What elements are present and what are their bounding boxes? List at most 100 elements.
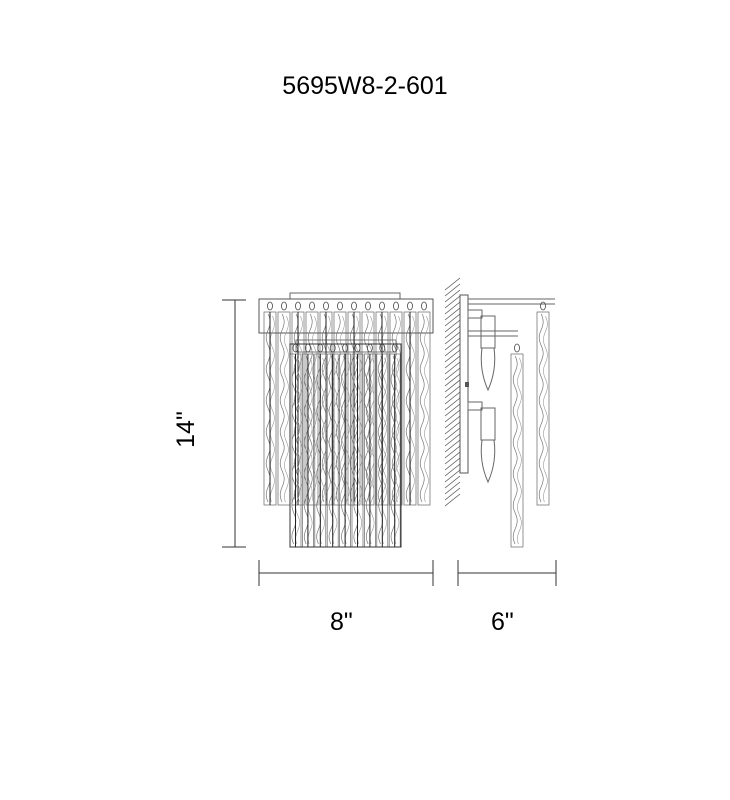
- strand-wave: [517, 357, 522, 545]
- wall-hatch: [444, 307, 461, 321]
- strand-wave: [270, 315, 275, 503]
- strand-outline: [536, 311, 550, 506]
- hook-ring: [366, 343, 373, 353]
- strand-wave: [378, 355, 383, 545]
- hook-ring: [351, 301, 357, 311]
- wall-hatch: [444, 373, 461, 387]
- hook-ring: [540, 301, 546, 311]
- strand-wave: [354, 315, 359, 503]
- wall-hatch: [444, 427, 461, 441]
- wall-hatch: [444, 391, 461, 405]
- wall-hatch: [444, 325, 461, 339]
- hook-ring: [514, 343, 520, 353]
- wall-hatch: [444, 283, 461, 297]
- hook-ring: [421, 301, 427, 311]
- hook-ring: [407, 301, 413, 311]
- crystal-strand: [536, 301, 550, 506]
- wall-hatch: [444, 481, 461, 495]
- strand-outline: [361, 311, 375, 506]
- wall-hatch: [444, 451, 461, 465]
- hook-ring: [379, 301, 385, 311]
- wall-hatch: [444, 361, 461, 375]
- strand-wave: [538, 313, 544, 503]
- dimension-lines: [222, 299, 557, 586]
- hook-ring: [393, 301, 399, 311]
- crystal-strand: [277, 301, 291, 506]
- wall-hatch: [444, 301, 461, 315]
- strand-wave: [291, 355, 297, 545]
- wall-hatch: [444, 295, 461, 309]
- model-number-title: 5695W8-2-601: [282, 72, 448, 100]
- wall-hatch: [444, 493, 461, 507]
- strand-wave: [298, 315, 303, 503]
- bulb: [480, 439, 496, 484]
- hook-ring: [309, 301, 315, 311]
- strand-wave: [410, 315, 415, 503]
- wall-hatch: [444, 463, 461, 477]
- strand-wave: [424, 315, 429, 503]
- wall-hatch: [444, 403, 461, 417]
- strand-outline: [389, 311, 403, 506]
- socket-arm: [467, 401, 483, 411]
- wall-hatch: [444, 355, 461, 369]
- strand-wave: [316, 355, 321, 545]
- side-view: [444, 277, 555, 548]
- wall-hatch: [444, 289, 461, 303]
- socket-arm: [467, 309, 483, 319]
- wall-hatch: [444, 445, 461, 459]
- strand-wave: [405, 313, 411, 503]
- strand-wave: [284, 315, 289, 503]
- strand-wave: [321, 313, 327, 503]
- depth-label: 6": [491, 608, 514, 636]
- strand-wave: [363, 313, 369, 503]
- hook-ring: [295, 301, 301, 311]
- hook-ring: [329, 343, 336, 353]
- front-view: [258, 292, 434, 548]
- strand-wave: [332, 357, 338, 545]
- wall-hatch: [444, 433, 461, 447]
- candle-socket: [480, 407, 496, 441]
- inner-panel: [289, 343, 402, 548]
- hook-ring: [365, 301, 371, 311]
- hook-ring: [337, 301, 343, 311]
- bulb: [480, 347, 496, 392]
- strand-outline: [417, 311, 431, 506]
- strand-wave: [307, 357, 313, 545]
- strand-wave: [303, 355, 309, 545]
- wall-hatch: [444, 349, 461, 363]
- strand-wave: [320, 357, 325, 545]
- wall-hatch: [444, 421, 461, 435]
- crystal-strand: [326, 343, 339, 548]
- strand-wave: [396, 315, 401, 503]
- strand-wave: [353, 355, 359, 545]
- hook-ring: [267, 301, 273, 311]
- wall-hatch: [444, 457, 461, 471]
- wall-hatch: [444, 319, 461, 333]
- wall-hatch: [444, 487, 461, 501]
- strand-wave: [391, 313, 397, 503]
- width-label: 8": [330, 608, 353, 636]
- strand-outline: [305, 311, 319, 506]
- strand-wave: [328, 355, 334, 545]
- strand-wave: [357, 357, 363, 545]
- wall-hatch: [444, 475, 461, 489]
- strand-wave: [326, 315, 331, 503]
- strand-wave: [341, 355, 346, 545]
- wall-hatch: [444, 331, 461, 345]
- strand-wave: [419, 313, 425, 503]
- crystal-strand: [417, 301, 431, 506]
- hook-ring: [281, 301, 287, 311]
- wall-hatch: [444, 343, 461, 357]
- crystal-strand: [314, 343, 327, 548]
- strand-wave: [512, 355, 518, 545]
- crystal-strand: [389, 301, 403, 506]
- strand-wave: [543, 315, 548, 503]
- strand-wave: [293, 313, 299, 503]
- candle-socket: [480, 315, 496, 349]
- wall-hatch: [444, 409, 461, 423]
- crystal-strand: [263, 301, 277, 506]
- wall-hatch: [444, 397, 461, 411]
- crystal-strand: [403, 301, 417, 506]
- wall-hatch: [444, 415, 461, 429]
